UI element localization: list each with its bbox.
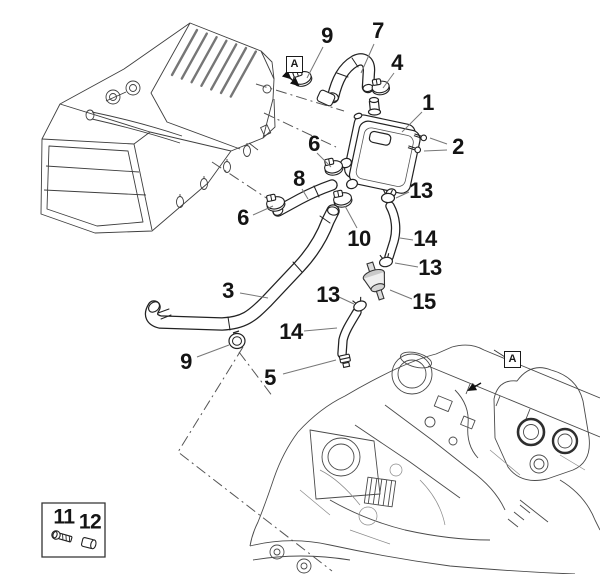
callout-4: 4 <box>391 50 403 75</box>
hose-3-drawing <box>147 206 340 330</box>
callout-14-lower: 14 <box>279 319 303 344</box>
hose-14-lower-drawing <box>342 312 357 354</box>
view-a-engine-arrow <box>467 383 481 392</box>
view-a-top-box: A <box>286 56 303 73</box>
screws-2-drawing <box>407 132 427 153</box>
spacer-12-drawing <box>81 537 97 549</box>
callout-9-lower: 9 <box>180 349 192 374</box>
valve-15-drawing <box>359 260 392 303</box>
view-a-engine-box: A <box>504 351 521 368</box>
clamp-9-lower <box>229 331 245 349</box>
hose-14-upper-drawing <box>389 206 396 257</box>
inset-box-drawing <box>42 503 105 557</box>
callout-2: 2 <box>452 134 464 159</box>
view-a-top-arrow <box>281 70 300 87</box>
callout-10: 10 <box>347 226 371 251</box>
centerlines <box>178 84 344 571</box>
clamps-drawing <box>229 66 396 349</box>
callout-7: 7 <box>372 18 384 43</box>
callout-3: 3 <box>222 278 234 303</box>
leader-lines <box>197 44 447 374</box>
callout-11: 11 <box>53 505 75 529</box>
callout-8: 8 <box>293 166 305 191</box>
view-a-arrows <box>281 70 505 392</box>
airbox-drawing <box>41 23 275 233</box>
engine-drawing-light <box>300 450 585 544</box>
connector-5-drawing <box>339 354 351 368</box>
screw-11-drawing <box>51 530 73 544</box>
clamp-6-upper <box>322 155 345 178</box>
callout-9-top: 9 <box>321 23 333 48</box>
airbox-ribs <box>172 30 256 97</box>
callout-6-lower: 6 <box>237 205 249 230</box>
hose-7-drawing <box>316 58 373 107</box>
callout-13-c: 13 <box>316 282 340 307</box>
callout-14-upper: 14 <box>413 226 437 251</box>
clamp-4 <box>370 76 391 97</box>
callout-15: 15 <box>412 289 436 314</box>
callout-1: 1 <box>422 90 434 115</box>
canister-drawing <box>339 98 422 199</box>
callout-13-a: 13 <box>409 178 433 203</box>
callout-6-upper: 6 <box>308 131 320 156</box>
engine-drawing <box>250 345 600 574</box>
callout-13-b: 13 <box>418 255 442 280</box>
callout-12: 12 <box>78 510 102 534</box>
callout-5: 5 <box>264 365 276 390</box>
